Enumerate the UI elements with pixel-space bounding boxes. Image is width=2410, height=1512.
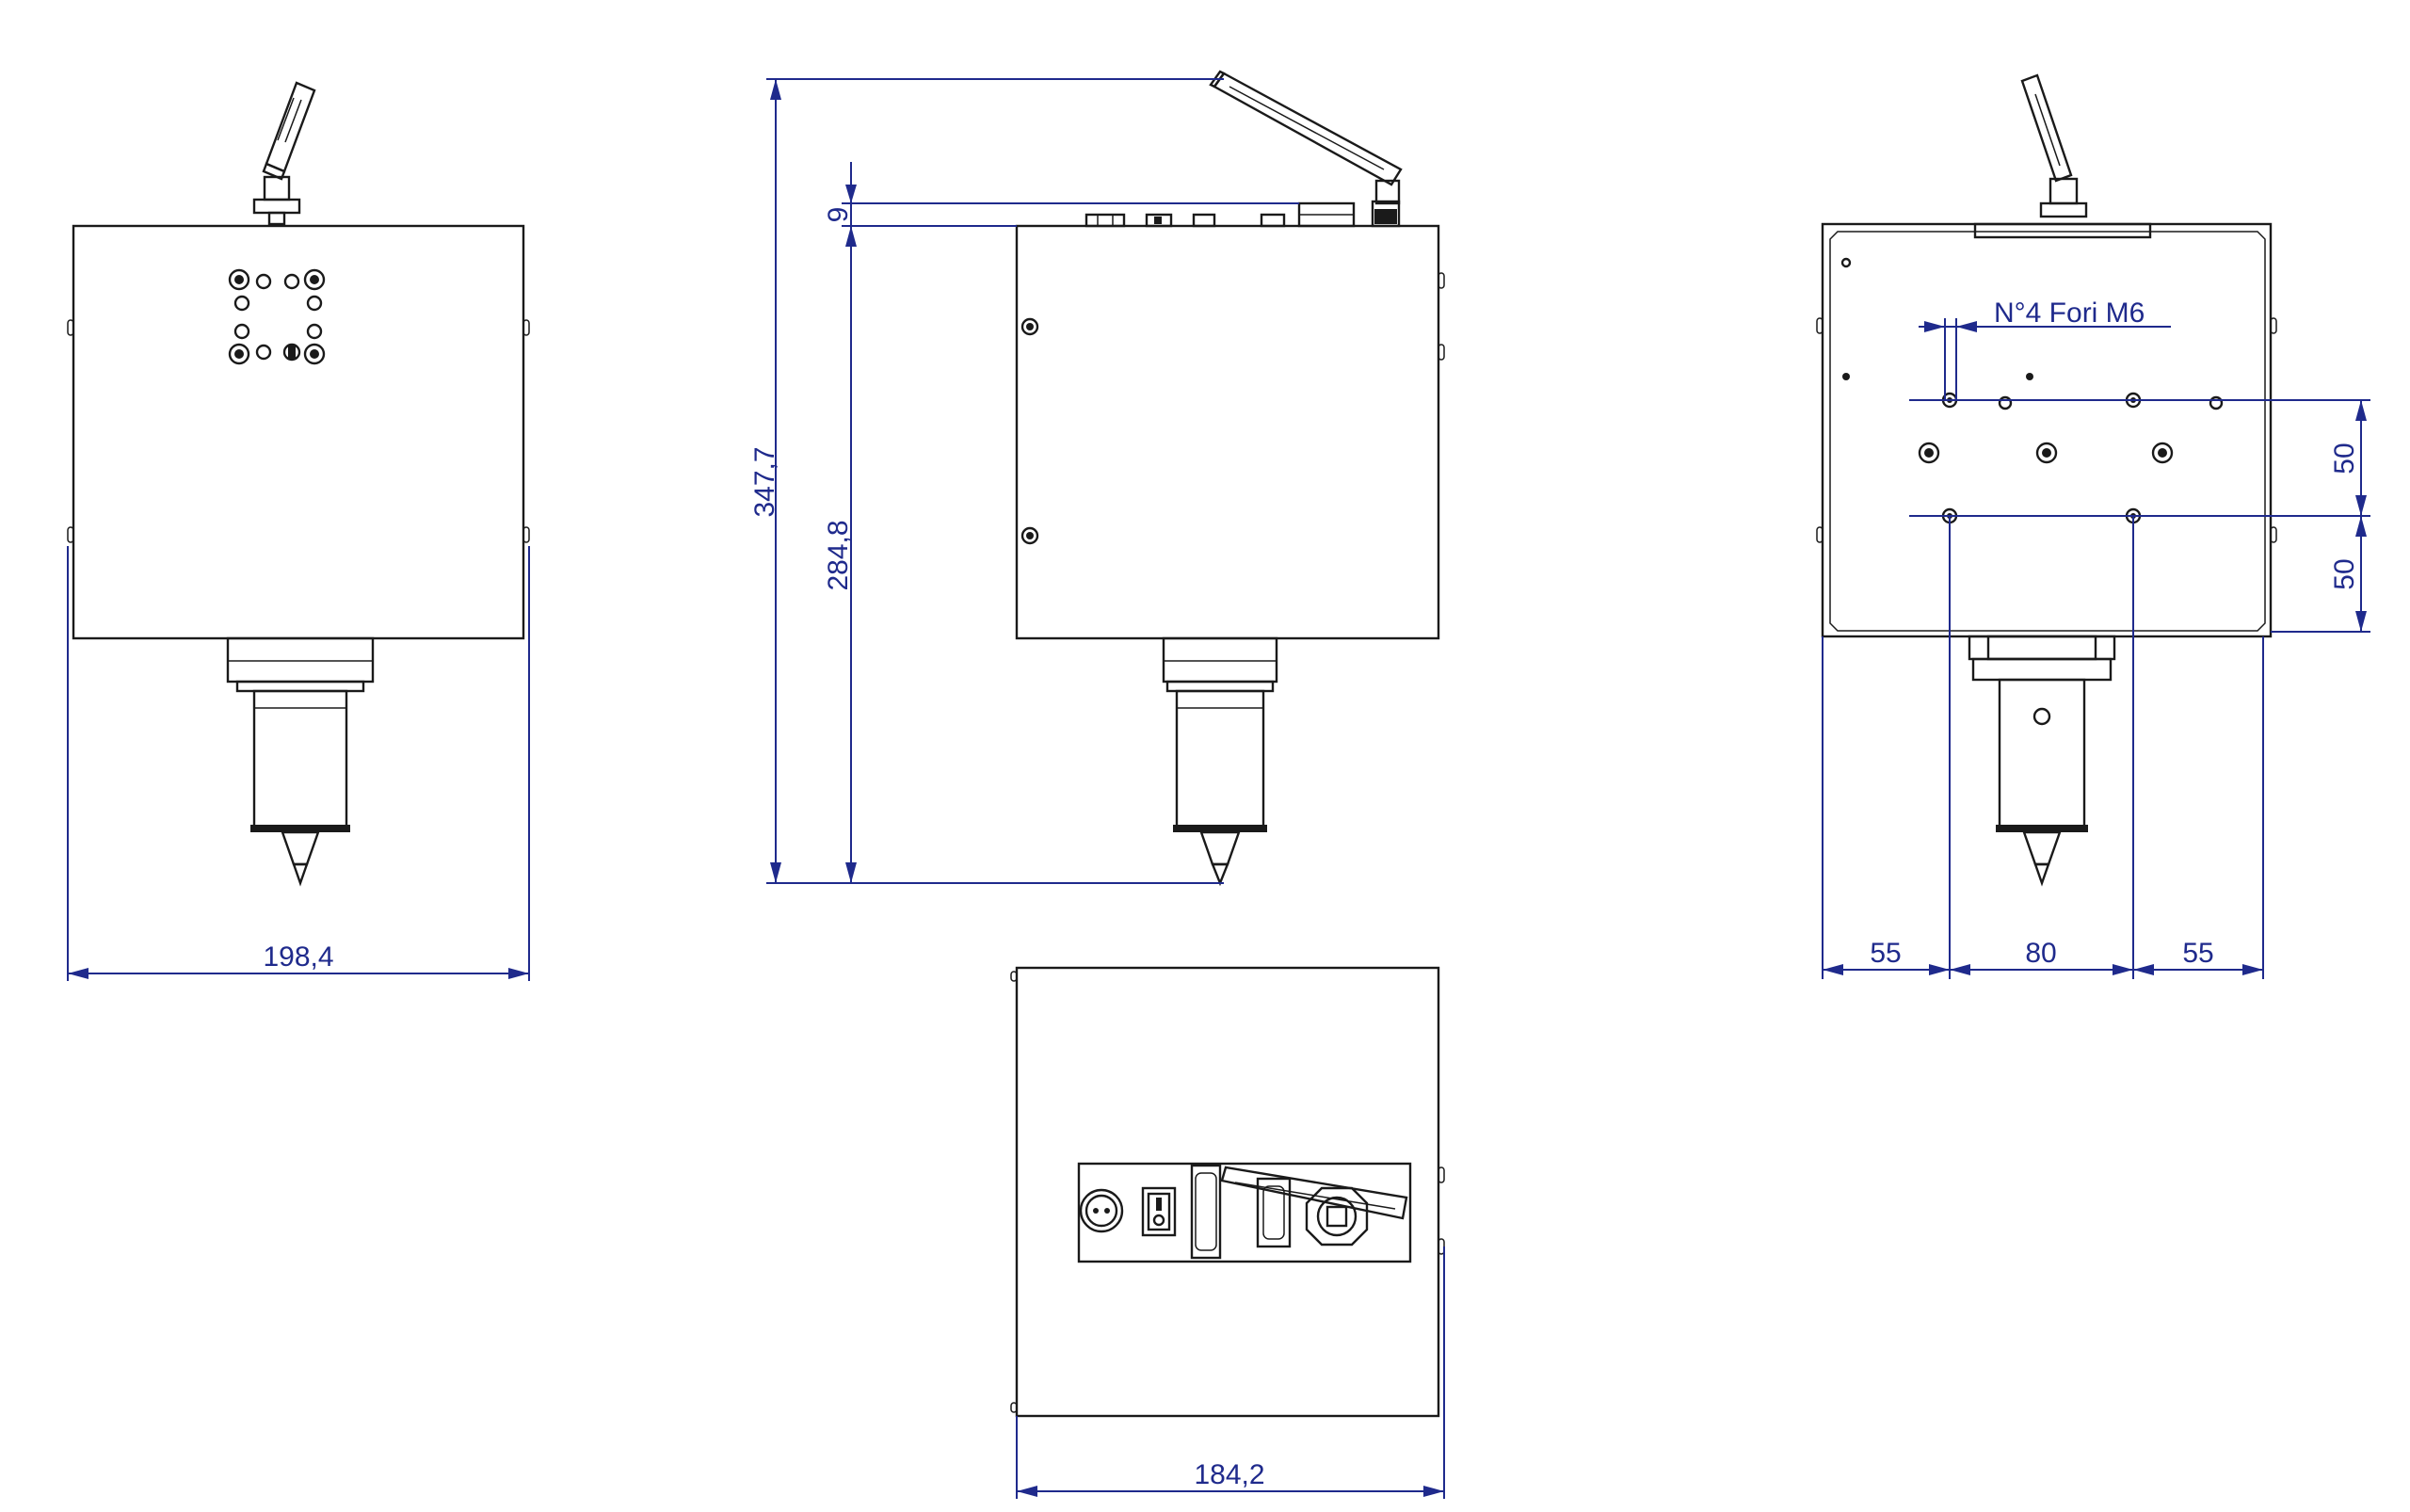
dim-bottom-width-label: 184,2 bbox=[1194, 1459, 1264, 1490]
dim-total-height-label: 347,7 bbox=[749, 446, 780, 517]
side-view: 347,7 284,8 9 bbox=[749, 70, 1445, 887]
connector-panel bbox=[1077, 1162, 1412, 1263]
dim-back-center-label: 80 bbox=[2025, 938, 2056, 969]
dim-back-left-label: 55 bbox=[1870, 938, 1901, 969]
back-body bbox=[1821, 222, 2273, 638]
dim-back-horizontal: 55 80 55 bbox=[1822, 516, 2264, 979]
dim-bottom-width: 184,2 bbox=[1016, 1247, 1445, 1499]
dim-total-height: 347,7 bbox=[749, 78, 1224, 884]
dim-back-lower-label: 50 bbox=[2329, 558, 2360, 589]
dim-body-height: 284,8 bbox=[823, 225, 1017, 883]
holes-note: N°4 Fori M6 bbox=[1919, 298, 2171, 400]
dim-body-height-label: 284,8 bbox=[823, 520, 854, 590]
bottom-body bbox=[1015, 966, 1440, 1418]
side-marking-head bbox=[1162, 636, 1278, 887]
front-panel-holes bbox=[228, 268, 326, 365]
front-body bbox=[72, 224, 525, 640]
dim-front-width: 198,4 bbox=[67, 546, 530, 981]
back-antenna bbox=[2020, 73, 2088, 218]
back-marking-head bbox=[1968, 635, 2116, 887]
side-body bbox=[1015, 224, 1440, 640]
dim-front-width-label: 198,4 bbox=[263, 941, 333, 973]
front-antenna bbox=[252, 81, 316, 226]
front-view: 198,4 bbox=[67, 81, 530, 981]
dim-top-offset: 9 bbox=[823, 162, 1299, 226]
side-top-connectors bbox=[1084, 200, 1401, 228]
side-antenna bbox=[1209, 70, 1403, 205]
back-view: N°4 Fori M6 50 50 5 bbox=[1816, 73, 2370, 979]
front-marking-head bbox=[226, 636, 375, 887]
dim-top-offset-label: 9 bbox=[823, 207, 854, 223]
holes-note-label: N°4 Fori M6 bbox=[1994, 298, 2145, 329]
dim-back-upper-label: 50 bbox=[2329, 442, 2360, 474]
bottom-view: 184,2 bbox=[1010, 966, 1445, 1499]
dim-back-right-label: 55 bbox=[2182, 938, 2213, 969]
dim-back-vertical: 50 50 bbox=[2329, 400, 2367, 632]
